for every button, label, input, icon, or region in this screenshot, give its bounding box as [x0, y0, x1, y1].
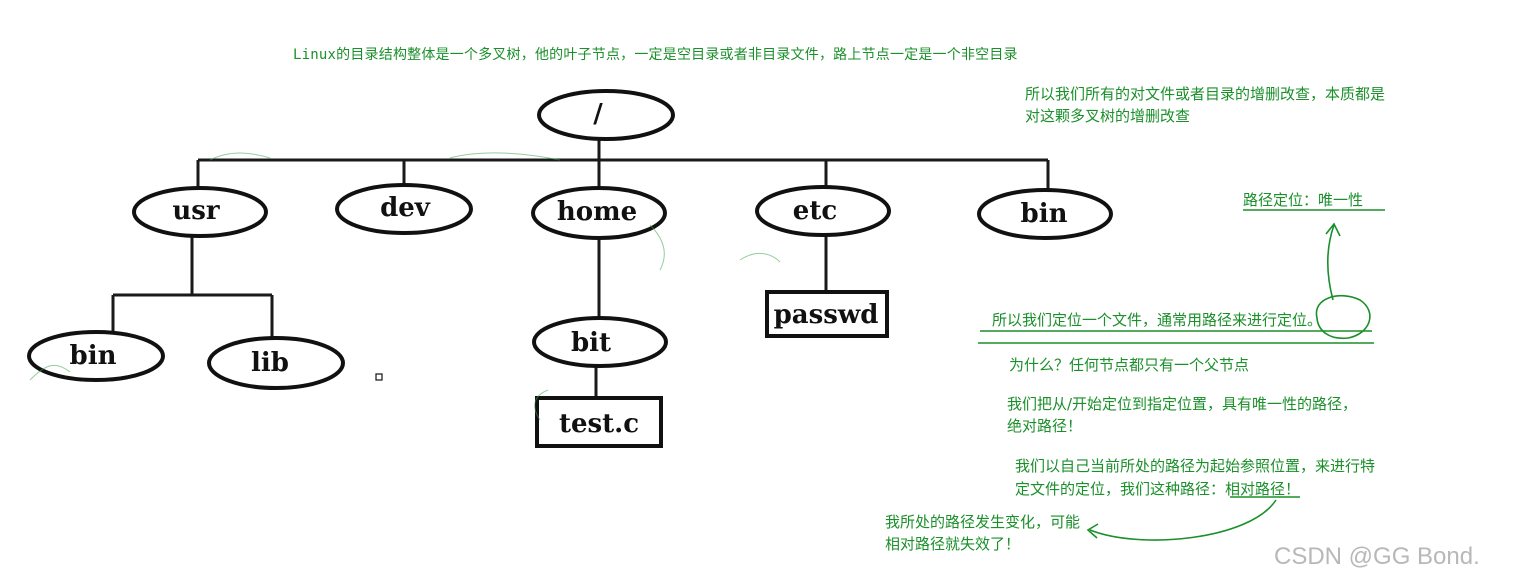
relative-to-change-arrow [1089, 499, 1277, 541]
usr-lib-node: lib [207, 336, 345, 390]
relative-path-note-line2: 定文件的定位，我们这种路径：相对路径！ [1015, 480, 1301, 498]
usr-bin-node: bin [27, 330, 165, 382]
crud-note-line2: 对这颗多叉树的增删改查 [1025, 107, 1191, 125]
pen-scribble-3 [649, 224, 665, 271]
watermark: CSDN @GG Bond. [1274, 543, 1480, 570]
bin-label: bin [1021, 199, 1068, 229]
usr-label: usr [172, 196, 220, 226]
uniqueness-arrow-head [1325, 222, 1341, 237]
path-change-note-line1: 我所处的路径发生变化，可能 [885, 513, 1081, 531]
etc-label: etc [793, 196, 837, 226]
root-node: / [537, 89, 675, 141]
pen-scribble-6 [739, 253, 781, 263]
passwd-node: passwd [765, 290, 889, 338]
relative-to-change-arrow-head [1086, 523, 1099, 539]
test-c-label: test.c [559, 409, 639, 439]
usr-bin-label: bin [70, 341, 117, 371]
usr-node: usr [132, 186, 268, 238]
locate-by-path-note: 所以我们定位一个文件，通常用路径来进行定位。 [992, 311, 1323, 329]
absolute-path-note-line1: 我们把从/开始定位到指定位置，具有唯一性的路径， [1007, 395, 1358, 413]
locate-circle [1315, 294, 1371, 340]
path-change-note-line2: 相对路径就失效了！ [885, 535, 1021, 553]
passwd-label: passwd [774, 300, 879, 330]
pen-scribble-2 [449, 152, 561, 161]
dev-label: dev [380, 193, 431, 223]
bit-node: bit [532, 316, 668, 368]
pen-scribble-1 [209, 152, 271, 161]
home-label: home [557, 197, 637, 227]
relative-path-note-line1: 我们以自己当前所处的路径为起始参照位置，来进行特 [1015, 457, 1376, 475]
usr-lib-label: lib [251, 348, 289, 378]
tree-description-note: Linux的目录结构整体是一个多叉树，他的叶子节点，一定是空目录或者非目录文件，… [293, 47, 1018, 63]
single-parent-note: 为什么？任何节点都只有一个父节点 [1009, 356, 1250, 374]
crud-note-line1: 所以我们所有的对文件或者目录的增删改查，本质都是 [1025, 85, 1386, 103]
test-c-node: test.c [535, 396, 663, 448]
etc-node: etc [755, 185, 891, 237]
home-node: home [531, 186, 667, 240]
pen-scribble-4 [29, 364, 71, 381]
bit-label: bit [571, 328, 611, 358]
root-label: / [593, 99, 603, 129]
pen-scribble-5 [534, 389, 549, 421]
path-uniqueness-note: 路径定位：唯一性 [1243, 191, 1364, 209]
small-square-marker [375, 373, 383, 381]
bin-node: bin [977, 188, 1113, 240]
uniqueness-arrow [1327, 224, 1335, 301]
dev-node: dev [335, 183, 473, 235]
absolute-path-note-line2: 绝对路径！ [1007, 417, 1083, 435]
